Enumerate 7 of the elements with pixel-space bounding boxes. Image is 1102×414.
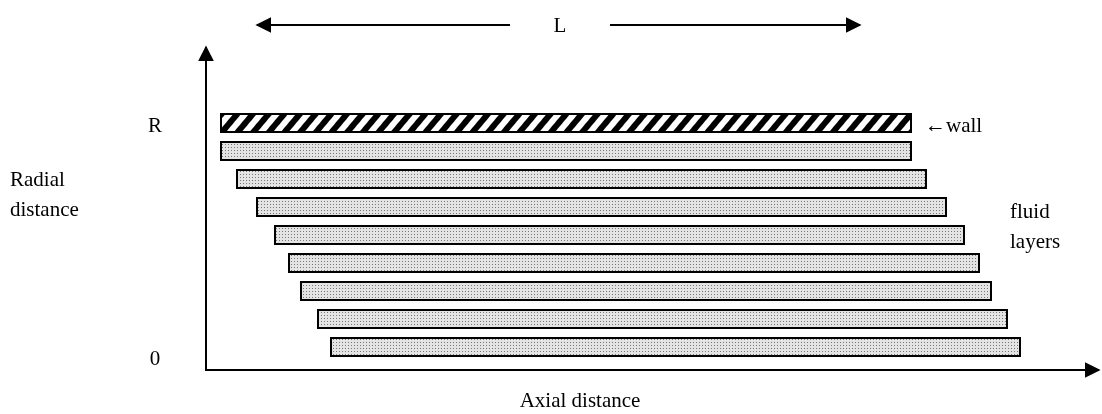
axis-label: ←wall: [925, 112, 984, 139]
axis-label: Radial distance: [10, 166, 80, 223]
axis-label: L: [552, 12, 568, 39]
axis-label: R: [147, 112, 163, 139]
axis-label: Axial distance: [518, 387, 642, 414]
axis-label: fluid layers: [1010, 198, 1062, 255]
axis-label: 0: [148, 345, 162, 372]
